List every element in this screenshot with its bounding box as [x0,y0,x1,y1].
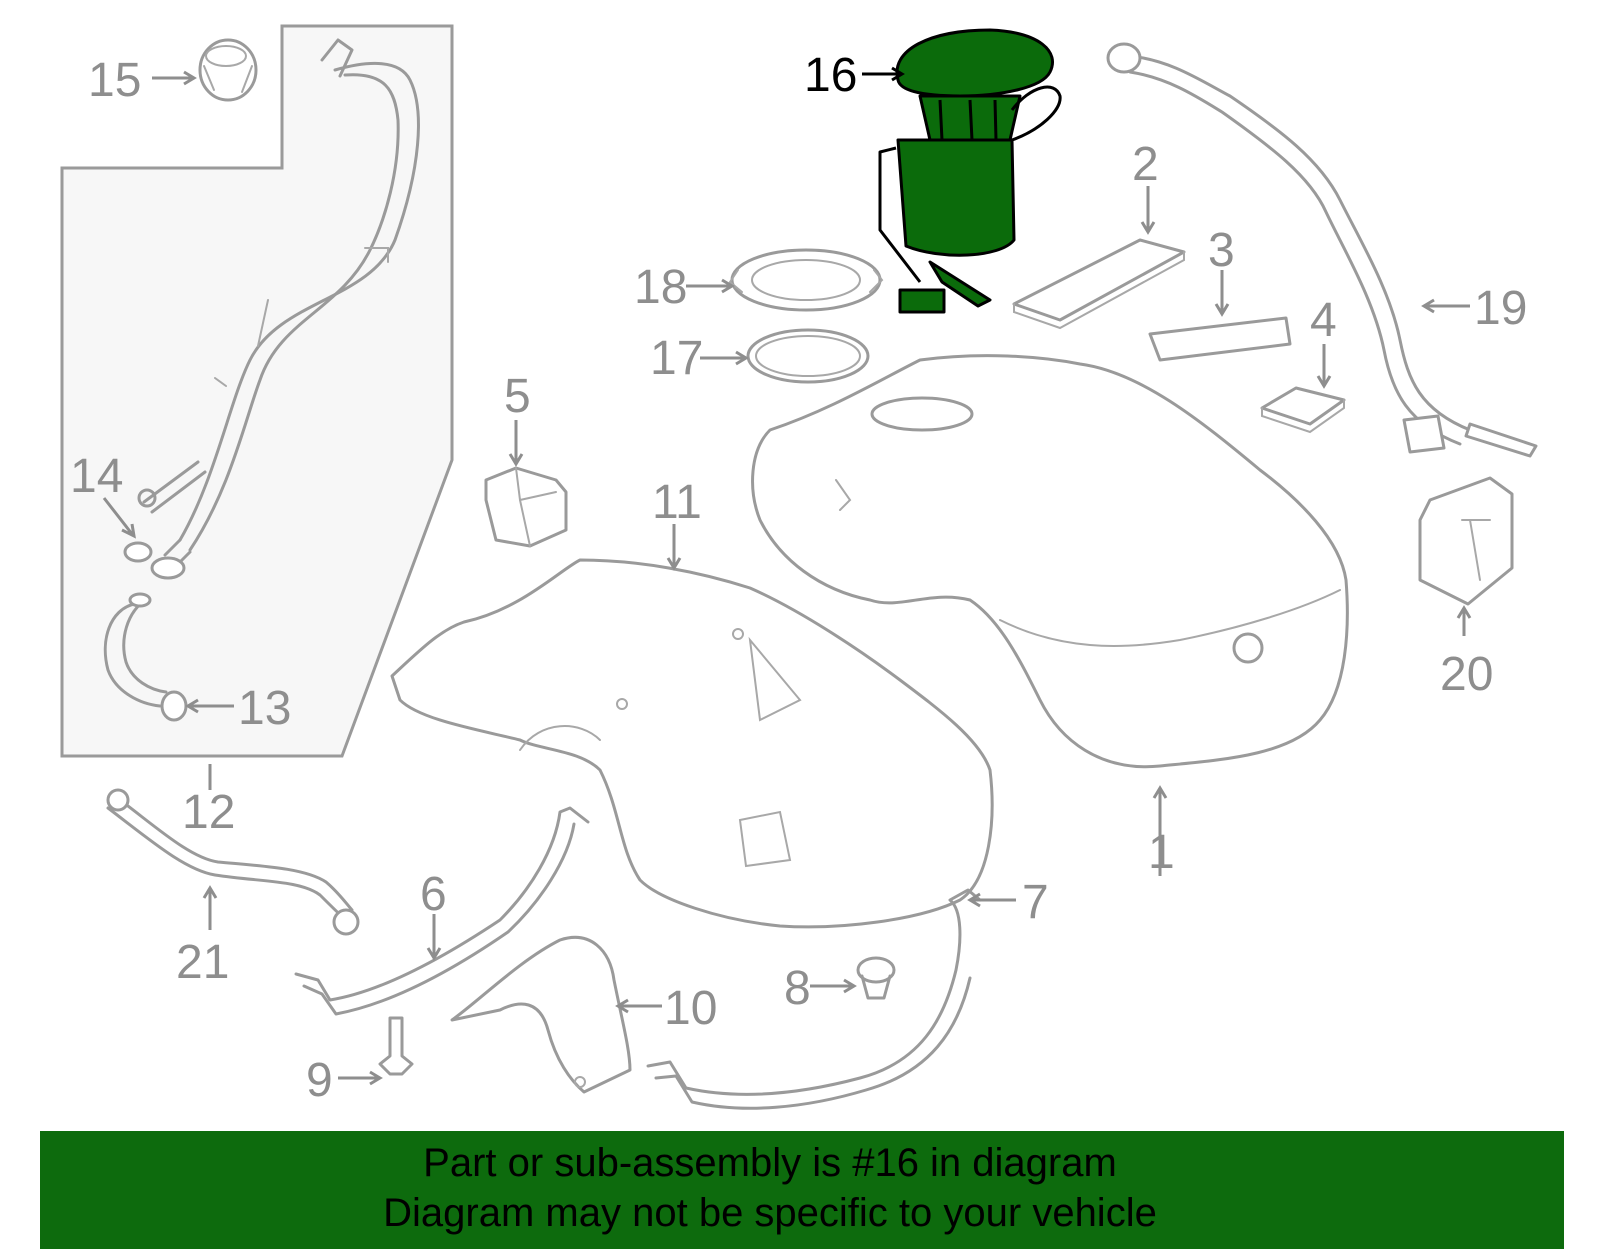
callout-14: 14 [70,450,123,503]
bolt-part-9 [378,1016,414,1076]
callout-5: 5 [504,370,531,423]
filler-neck-part [137,38,420,568]
callout-18: 18 [634,261,687,314]
hose-part-13 [103,592,188,722]
lock-ring-part-18 [728,248,884,312]
callout-1: 1 [1148,826,1175,879]
fuel-tank-part-1 [751,354,1349,769]
callout-17: 17 [650,332,703,385]
plug-part-8 [856,956,896,1000]
callout-20: 20 [1440,648,1493,701]
callout-10: 10 [664,982,717,1035]
parts-diagram: 15 16 2 3 4 18 17 19 5 11 14 13 12 1 20 … [60,24,1538,1110]
bracket-part-20 [1418,476,1514,606]
seal-ring-part-17 [746,328,870,384]
bracket-part-10 [450,935,632,1094]
info-banner: Part or sub-assembly is #16 in diagram D… [40,1131,1564,1249]
pad-part-4 [1260,386,1346,434]
callout-8: 8 [784,962,811,1015]
callout-9: 9 [306,1054,333,1107]
callout-11: 11 [652,476,702,529]
sensor-bracket-part-5 [484,466,568,548]
callout-arrows [102,66,1472,1086]
vapor-hose-part-21 [106,788,360,936]
banner-disclaimer-text: Diagram may not be specific to your vehi… [383,1191,1157,1235]
callout-4: 4 [1310,294,1337,347]
callout-13: 13 [238,682,291,735]
banner-part-text: Part or sub-assembly is #16 in diagram [423,1141,1117,1185]
callout-21: 21 [176,936,229,989]
callout-7: 7 [1022,876,1049,929]
pad-part-2 [1012,238,1186,330]
clamp-part-14 [123,541,186,580]
pad-part-3 [1148,316,1292,362]
fuel-pump-module-part [878,28,1062,314]
callout-12: 12 [182,786,235,839]
fuel-cap-part [198,38,258,102]
callout-2: 2 [1132,138,1159,191]
callout-3: 3 [1208,224,1235,277]
tank-strap-part-6 [294,806,590,1016]
callout-19: 19 [1474,282,1527,335]
callout-16: 16 [804,49,857,102]
tank-strap-part-7 [646,888,982,1110]
heat-shield-part-11 [390,558,994,929]
callout-15: 15 [88,54,141,107]
callout-6: 6 [420,868,447,921]
vent-line-part-19 [1106,42,1538,458]
